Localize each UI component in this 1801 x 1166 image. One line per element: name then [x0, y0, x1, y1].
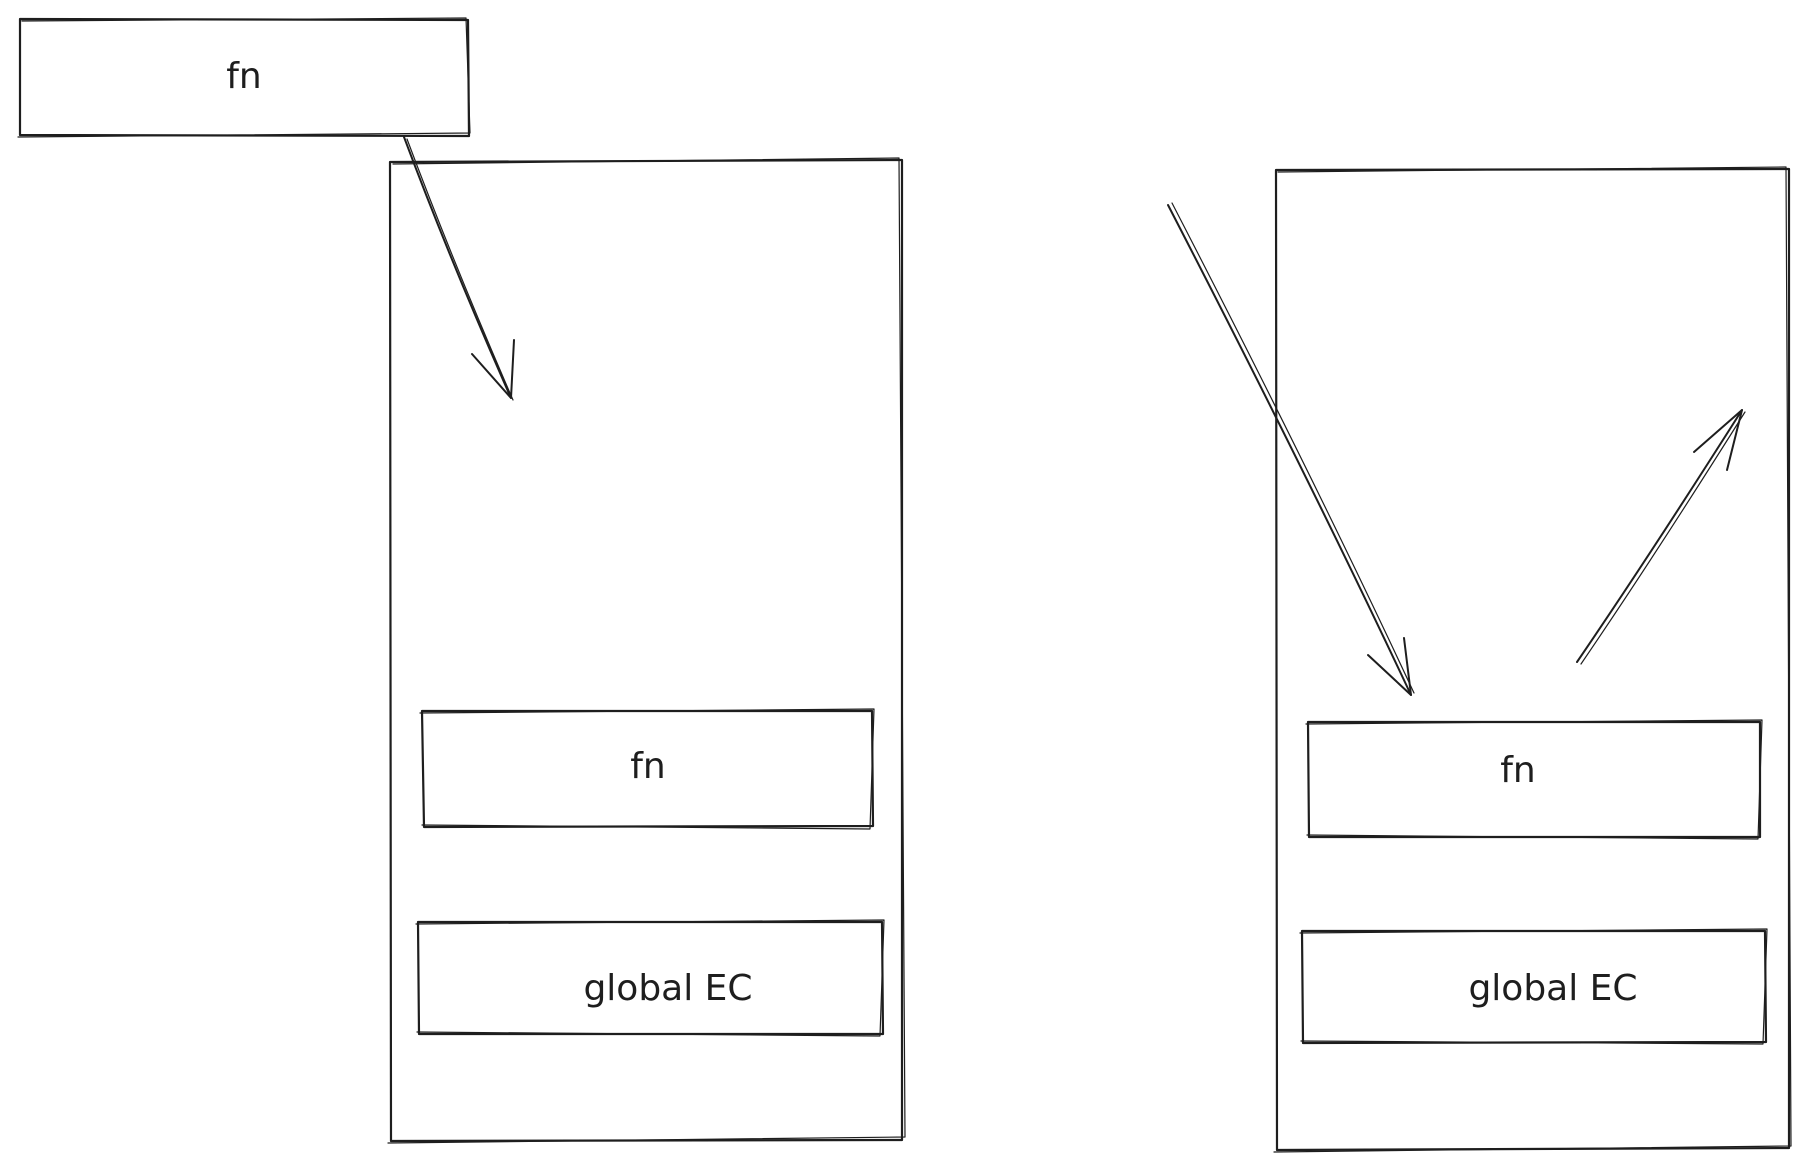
- call-stack-right: fn global EC: [1273, 166, 1792, 1153]
- stack-left-frame-fn: fn: [419, 708, 875, 830]
- push-arrow-left: [403, 136, 515, 401]
- stack-right-frame-global-ec-label: global EC: [1468, 968, 1637, 1009]
- pop-arrow-right: [1576, 409, 1746, 665]
- push-arrow-right: [1167, 202, 1415, 696]
- stack-right-frame-global-ec: global EC: [1299, 928, 1768, 1045]
- stack-right-frame-fn-label: fn: [1500, 750, 1536, 791]
- stack-left-frame-global-ec: global EC: [415, 919, 885, 1037]
- floating-fn-box: fn: [17, 17, 471, 138]
- floating-fn-label: fn: [226, 56, 262, 97]
- stack-left-frame-fn-label: fn: [630, 746, 666, 787]
- call-stack-left: fn global EC: [387, 157, 906, 1144]
- stack-right-frame-fn: fn: [1305, 719, 1763, 840]
- stack-left-frame-global-ec-label: global EC: [583, 968, 752, 1009]
